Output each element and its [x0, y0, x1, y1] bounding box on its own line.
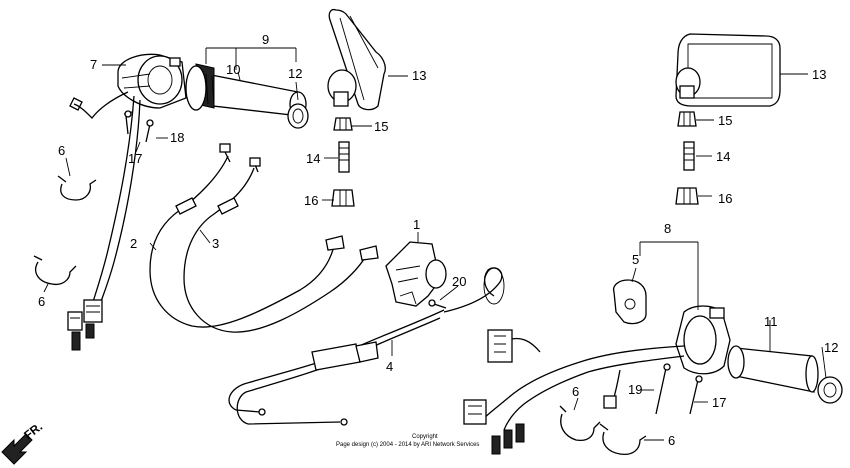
band-clamp-6-lower-left[interactable]: [33, 255, 77, 286]
right-mirror[interactable]: [675, 33, 781, 107]
callout-8: 8: [664, 221, 671, 236]
band-clamp-6-upper-left[interactable]: [57, 175, 97, 201]
callout-14-right: 14: [716, 149, 730, 164]
callout-2: 2: [130, 236, 137, 251]
throttle-housing[interactable]: [385, 241, 447, 307]
screw-17-left[interactable]: [123, 110, 133, 135]
nut-15-right[interactable]: [677, 111, 697, 127]
callout-18: 18: [170, 130, 184, 145]
callout-9: 9: [262, 32, 269, 47]
adapter-bolt-14-right[interactable]: [683, 141, 695, 171]
copyright-line-1: Copyright: [412, 434, 438, 440]
callout-13-right: 13: [812, 67, 826, 82]
callout-6-lower-left: 6: [38, 294, 45, 309]
copyright-notice: Copyright Page design (c) 2004 - 2014 by…: [336, 434, 479, 448]
screw-20[interactable]: [428, 299, 447, 309]
callout-14-left: 14: [306, 151, 320, 166]
callout-6-upper-left: 6: [58, 143, 65, 158]
front-arrow-icon: [1, 433, 33, 465]
callout-12-right: 12: [824, 340, 838, 355]
callout-15-right: 15: [718, 113, 732, 128]
screw-17-right[interactable]: [689, 375, 703, 415]
grip-end-ring-right[interactable]: [817, 376, 843, 404]
callout-16-left: 16: [304, 193, 318, 208]
callout-1: 1: [413, 217, 420, 232]
front-direction-indicator: FR.: [1, 419, 45, 465]
callout-7: 7: [90, 57, 97, 72]
callout-20: 20: [452, 274, 466, 289]
right-switch-harness: [463, 329, 685, 455]
throttle-cable-2[interactable]: [149, 143, 345, 328]
callout-4: 4: [386, 359, 393, 374]
screw-19[interactable]: [655, 363, 671, 415]
cable-4[interactable]: [228, 309, 445, 426]
callout-15-left: 15: [374, 119, 388, 134]
callout-13-left: 13: [412, 68, 426, 83]
grip-end-ring-left[interactable]: [287, 103, 309, 129]
callout-3: 3: [212, 236, 219, 251]
callout-17-left: 17: [128, 151, 142, 166]
callout-6-lower-mid: 6: [572, 384, 579, 399]
lever-5[interactable]: [612, 279, 647, 325]
nut-16-left[interactable]: [331, 189, 355, 207]
callout-16-right: 16: [718, 191, 732, 206]
callout-10: 10: [226, 62, 240, 77]
nut-15-left[interactable]: [333, 117, 353, 131]
leader-lines: [43, 47, 827, 441]
left-switch-harness: [67, 95, 141, 351]
throttle-cable-3[interactable]: [183, 157, 379, 333]
left-switch-housing[interactable]: [69, 53, 187, 119]
callout-17-right: 17: [712, 395, 726, 410]
callout-11: 11: [764, 314, 778, 329]
callout-19: 19: [628, 382, 642, 397]
callout-6-lower-right: 6: [668, 433, 675, 448]
right-grip-11[interactable]: [727, 345, 819, 393]
callout-5: 5: [632, 252, 639, 267]
copyright-line-2: Page design (c) 2004 - 2014 by ARI Netwo…: [336, 442, 479, 448]
callout-12-left: 12: [288, 66, 302, 81]
screw-18[interactable]: [145, 119, 154, 143]
throttle-sensor-wire: [443, 267, 505, 313]
band-clamp-6-lower-mid[interactable]: [559, 405, 601, 442]
throttle-grip[interactable]: [185, 63, 307, 117]
right-switch-housing[interactable]: [675, 305, 731, 375]
band-clamp-6-lower-right[interactable]: [599, 423, 647, 456]
nut-16-right[interactable]: [675, 187, 699, 205]
left-mirror[interactable]: [327, 8, 386, 111]
callout-labels: 7 9 10 12 13 15 14 16 17 18 6 6 2 3 1 20…: [38, 32, 838, 448]
adapter-bolt-14-left[interactable]: [338, 141, 350, 173]
